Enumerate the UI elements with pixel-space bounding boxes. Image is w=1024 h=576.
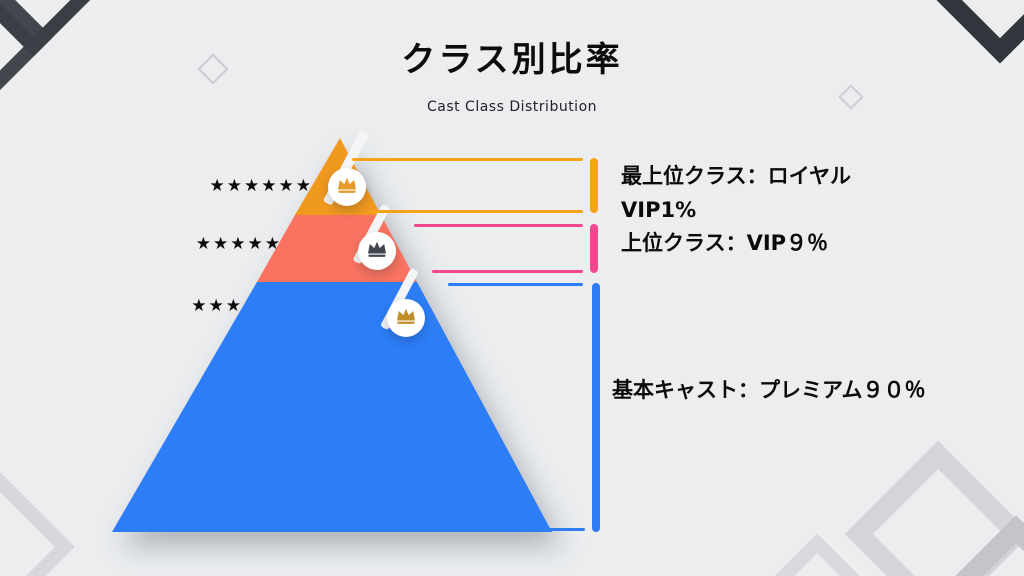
badge-royal-vip	[328, 168, 366, 206]
callout-line-royal-bottom	[370, 210, 583, 213]
callout-bar-premium	[592, 283, 600, 532]
crown-icon	[366, 240, 388, 262]
page-subtitle: Cast Class Distribution	[426, 99, 598, 115]
callout-line-vip-bottom	[432, 270, 583, 273]
label-vip: 上位クラス：VIP９％	[621, 231, 829, 255]
star-rating-premium: ★★★	[191, 296, 243, 316]
crown-icon	[336, 176, 358, 198]
star-rating-vip: ★★★★★	[195, 234, 282, 254]
badge-premium	[387, 299, 425, 337]
label-royal-vip-line2: VIP1%	[621, 198, 697, 222]
callout-bar-royal	[590, 158, 598, 213]
page-title: クラス別比率	[401, 40, 623, 80]
label-royal-vip-line1: 最上位クラス：ロイヤル	[621, 164, 851, 188]
callout-line-premium-bottom	[549, 528, 585, 531]
badge-vip	[358, 232, 396, 270]
label-premium: 基本キャスト：プレミアム９０％	[612, 378, 926, 402]
label-royal-vip: 最上位クラス：ロイヤル VIP1%	[621, 159, 851, 227]
callout-line-premium-top	[448, 283, 583, 286]
callout-line-royal-top	[352, 158, 583, 161]
callout-line-vip-top	[414, 224, 583, 227]
callout-bar-vip	[590, 224, 598, 273]
star-rating-royal-vip: ★★★★★★	[209, 176, 313, 196]
crown-icon	[395, 307, 417, 329]
